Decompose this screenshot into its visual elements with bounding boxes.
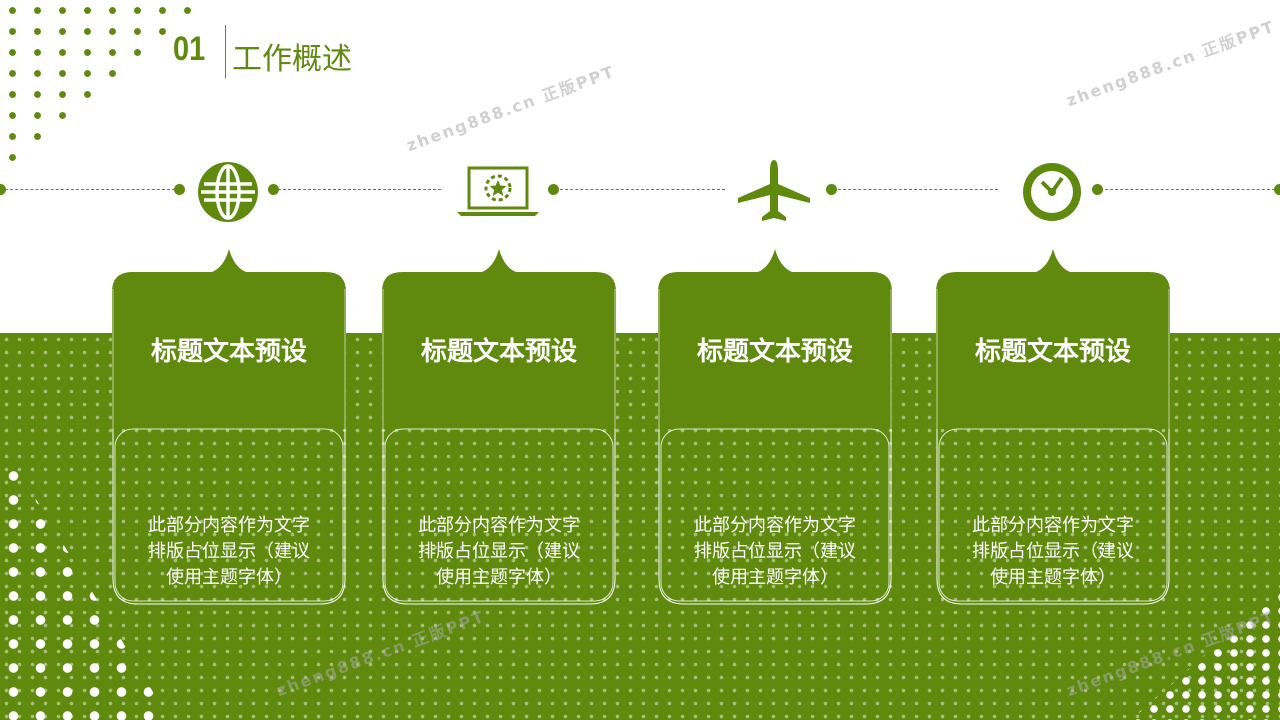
clock-icon xyxy=(1023,163,1081,221)
card-body: 此部分内容作为文字排版占位显示（建议使用主题字体） xyxy=(392,513,606,591)
card-title: 标题文本预设 xyxy=(150,337,307,367)
timeline-dot xyxy=(268,184,279,195)
timeline-dot xyxy=(826,184,837,195)
watermark: zheng888.cn 正版PPT xyxy=(1063,16,1278,111)
section-number: 01 xyxy=(173,30,206,68)
card: 标题文本预设 此部分内容作为文字排版占位显示（建议使用主题字体） xyxy=(658,249,892,606)
timeline-dot xyxy=(1092,184,1103,195)
timeline-dot xyxy=(1274,184,1280,195)
globe-icon xyxy=(198,162,258,222)
card: 标题文本预设 此部分内容作为文字排版占位显示（建议使用主题字体） xyxy=(936,249,1170,606)
timeline-line xyxy=(833,189,998,190)
card-body: 此部分内容作为文字排版占位显示（建议使用主题字体） xyxy=(122,513,336,591)
page-title: 工作概述 xyxy=(232,42,352,77)
airplane-icon xyxy=(738,160,810,221)
card-title: 标题文本预设 xyxy=(974,337,1131,367)
decor-dots-top-left xyxy=(0,0,220,180)
timeline-dot xyxy=(174,184,185,195)
divider xyxy=(225,25,226,78)
timeline-line xyxy=(0,189,175,190)
timeline-line xyxy=(278,189,441,190)
card-body-line: 排版占位显示（建议 xyxy=(418,541,580,562)
card-body-line: 使用主题字体） xyxy=(990,567,1116,588)
card-body: 此部分内容作为文字排版占位显示（建议使用主题字体） xyxy=(946,513,1160,591)
card-shape xyxy=(936,249,1170,605)
card-body-line: 此部分内容作为文字 xyxy=(694,515,856,536)
timeline-line xyxy=(555,189,725,190)
card-body: 此部分内容作为文字排版占位显示（建议使用主题字体） xyxy=(668,513,882,591)
card-body-line: 此部分内容作为文字 xyxy=(148,515,310,536)
laptop-star-icon xyxy=(457,166,539,216)
card-body-line: 使用主题字体） xyxy=(712,567,838,588)
card-body-line: 此部分内容作为文字 xyxy=(972,515,1134,536)
card-body-line: 排版占位显示（建议 xyxy=(148,541,310,562)
card-body-line: 此部分内容作为文字 xyxy=(418,515,580,536)
watermark: zheng888.cn 正版PPT xyxy=(403,61,618,156)
card-title: 标题文本预设 xyxy=(420,337,577,367)
card-body-line: 排版占位显示（建议 xyxy=(694,541,856,562)
card-shape xyxy=(112,249,346,605)
timeline-line xyxy=(1100,189,1280,190)
card-shape xyxy=(658,249,892,605)
card-body-line: 使用主题字体） xyxy=(166,567,292,588)
card-body-line: 使用主题字体） xyxy=(436,567,562,588)
card: 标题文本预设 此部分内容作为文字排版占位显示（建议使用主题字体） xyxy=(382,249,616,606)
card-body-line: 排版占位显示（建议 xyxy=(972,541,1134,562)
card-shape xyxy=(382,249,616,605)
timeline-dot xyxy=(0,184,6,195)
card: 标题文本预设 此部分内容作为文字排版占位显示（建议使用主题字体） xyxy=(112,249,346,606)
card-title: 标题文本预设 xyxy=(696,337,853,367)
timeline-dot xyxy=(548,184,559,195)
